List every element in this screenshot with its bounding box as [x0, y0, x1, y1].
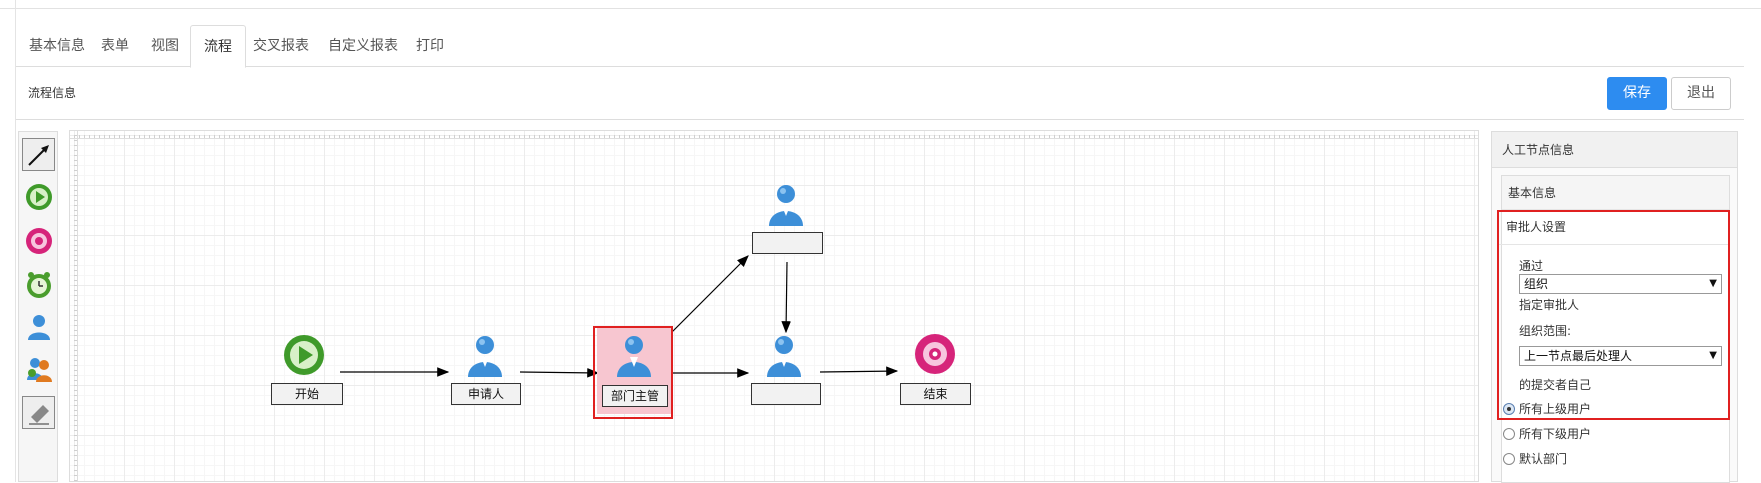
radio-icon[interactable] [1503, 427, 1515, 440]
edge-upper-middle [781, 261, 791, 334]
user-node-icon[interactable] [22, 310, 55, 343]
edge-middle-end [819, 366, 899, 376]
radio-checked-icon[interactable] [1503, 402, 1515, 415]
end-node-icon[interactable] [22, 224, 55, 257]
top-bar [0, 0, 1761, 9]
org-range-label: 组织范围: [1519, 324, 1572, 338]
tab-cross-report[interactable]: 交叉报表 [253, 38, 309, 54]
save-button[interactable]: 保存 [1607, 77, 1667, 110]
end-event-icon[interactable] [914, 333, 956, 379]
through-select-value: 组织 [1524, 277, 1549, 291]
node-label-end: 结束 [900, 383, 971, 405]
flow-canvas[interactable] [69, 130, 1479, 482]
chevron-down-icon: ▼ [1709, 350, 1717, 361]
multi-user-node-icon[interactable] [22, 352, 55, 385]
node-label-manager: 部门主管 [602, 385, 668, 407]
edge-applicant-manager [519, 368, 600, 378]
timer-node-icon[interactable] [22, 268, 55, 301]
applicant-user-icon[interactable] [465, 333, 505, 383]
exit-button[interactable]: 退出 [1671, 77, 1731, 110]
panel-title: 人工节点信息 [1492, 132, 1737, 168]
tab-form[interactable]: 表单 [101, 38, 129, 54]
node-label-middle [751, 383, 821, 405]
assign-approver-label: 指定审批人 [1519, 298, 1580, 312]
basic-info-header[interactable]: 基本信息 [1502, 176, 1729, 210]
start-node-icon[interactable] [22, 180, 55, 213]
upper-user-icon[interactable] [766, 182, 806, 232]
approver-divider [1499, 244, 1728, 245]
node-label-upper [752, 232, 823, 254]
chevron-down-icon: ▼ [1709, 278, 1717, 289]
approver-settings-highlight [1497, 210, 1730, 420]
node-toolbox [18, 131, 58, 482]
tab-flow[interactable]: 流程 [190, 25, 246, 68]
arrow-tool-icon[interactable] [22, 138, 55, 171]
radio-label: 所有上级用户 [1519, 402, 1592, 416]
radio-icon[interactable] [1503, 452, 1515, 465]
selected-node-highlight [593, 326, 673, 419]
section-header: 流程信息 保存 退出 [16, 67, 1744, 120]
tab-basic-info[interactable]: 基本信息 [29, 38, 85, 54]
tab-custom-report[interactable]: 自定义报表 [328, 38, 398, 54]
submitter-self-label: 的提交者自己 [1519, 378, 1592, 392]
node-label-start: 开始 [271, 383, 343, 405]
radio-all-subordinates[interactable]: 所有下级用户 [1503, 425, 1591, 442]
through-select[interactable]: 组织 ▼ [1519, 274, 1722, 294]
approver-settings-header[interactable]: 审批人设置 [1506, 220, 1567, 234]
through-label: 通过 [1519, 259, 1544, 273]
start-event-icon[interactable] [283, 334, 325, 380]
node-label-applicant: 申请人 [451, 383, 521, 405]
radio-default-department[interactable]: 默认部门 [1503, 450, 1567, 467]
org-range-select[interactable]: 上一节点最后处理人 ▼ [1519, 346, 1722, 366]
manager-user-icon[interactable] [614, 333, 654, 383]
top-ruler [70, 131, 1478, 139]
eraser-icon[interactable] [22, 396, 55, 429]
left-ruler [70, 131, 78, 481]
tab-print[interactable]: 打印 [416, 38, 444, 54]
radio-all-superiors[interactable]: 所有上级用户 [1503, 400, 1591, 417]
org-range-select-value: 上一节点最后处理人 [1524, 349, 1633, 363]
tab-bar: 基本信息 表单 视图 流程 交叉报表 自定义报表 打印 [16, 25, 1744, 68]
edge-manager-upper [667, 255, 749, 337]
middle-user-icon[interactable] [764, 333, 804, 383]
tab-view[interactable]: 视图 [151, 38, 179, 54]
radio-label: 默认部门 [1519, 452, 1568, 466]
section-title: 流程信息 [28, 86, 77, 100]
radio-label: 所有下级用户 [1519, 427, 1592, 441]
left-divider [15, 0, 16, 482]
